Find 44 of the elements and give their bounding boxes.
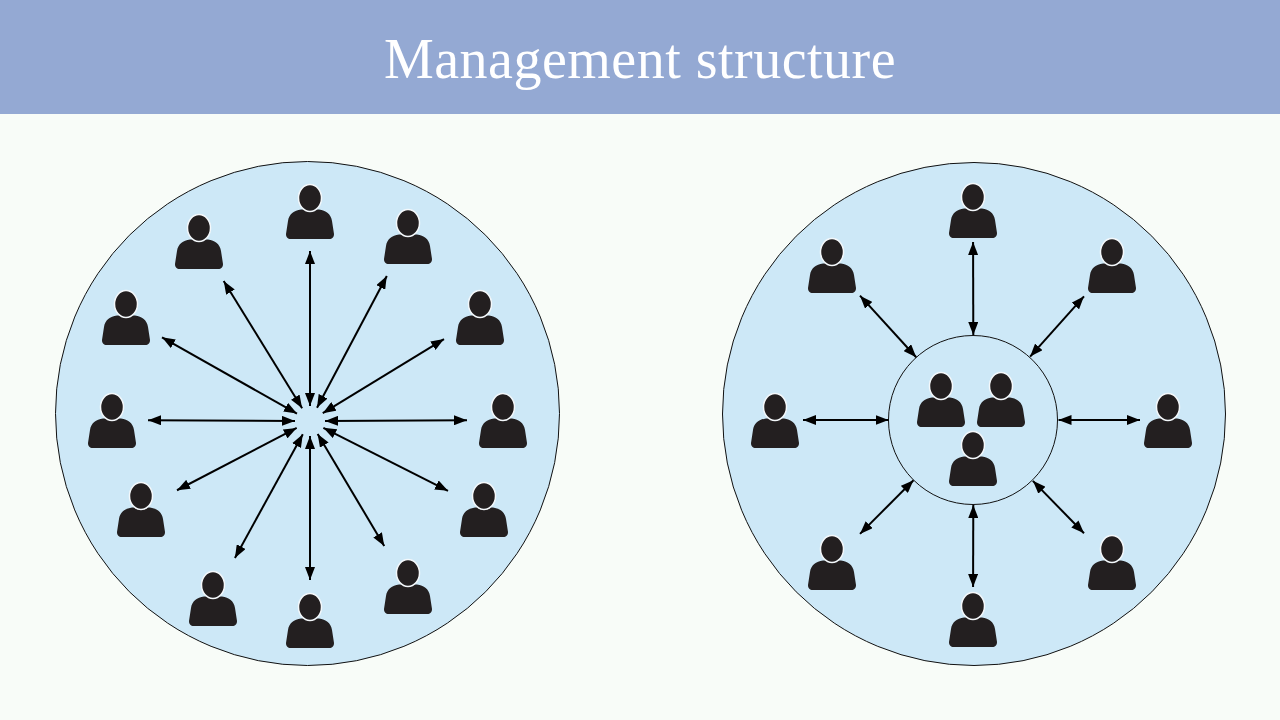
person-icon xyxy=(917,371,965,427)
person-icon xyxy=(116,480,165,537)
person-icon xyxy=(949,430,997,486)
person-icon xyxy=(459,480,508,537)
double-arrow xyxy=(222,280,304,410)
person-icon xyxy=(478,391,527,448)
person-icon xyxy=(948,181,997,238)
double-arrow xyxy=(316,432,386,547)
double-arrow xyxy=(161,336,298,415)
person-icon xyxy=(807,533,856,590)
person-icon xyxy=(383,207,432,264)
double-arrow xyxy=(321,338,445,415)
person-icon xyxy=(1087,236,1136,293)
person-icon xyxy=(1087,533,1136,590)
double-arrow xyxy=(859,294,918,359)
person-icon xyxy=(285,182,334,239)
person-icon xyxy=(285,591,334,648)
person-icon xyxy=(455,288,504,345)
title: Management structure xyxy=(383,27,897,91)
double-arrow xyxy=(859,479,915,535)
person-icon xyxy=(383,557,432,614)
double-arrow xyxy=(968,504,979,588)
double-arrow xyxy=(968,241,979,336)
double-arrow xyxy=(1057,415,1141,425)
person-icon xyxy=(807,236,856,293)
person-icon xyxy=(750,391,799,448)
double-arrow xyxy=(324,415,468,426)
double-arrow xyxy=(322,426,449,492)
person-icon xyxy=(977,371,1025,427)
double-arrow xyxy=(1031,479,1085,535)
double-arrow xyxy=(1029,295,1085,358)
double-arrow xyxy=(802,415,890,425)
double-arrow xyxy=(147,415,296,426)
person-icon xyxy=(1143,391,1192,448)
person-icon xyxy=(188,569,237,626)
double-arrow xyxy=(233,433,304,559)
person-icon xyxy=(174,212,223,269)
double-arrow xyxy=(176,426,298,492)
person-icon xyxy=(87,391,136,448)
double-arrow xyxy=(305,435,315,581)
double-arrow xyxy=(305,250,315,407)
person-icon xyxy=(948,590,997,647)
person-icon xyxy=(101,288,150,345)
double-arrow xyxy=(316,275,388,409)
